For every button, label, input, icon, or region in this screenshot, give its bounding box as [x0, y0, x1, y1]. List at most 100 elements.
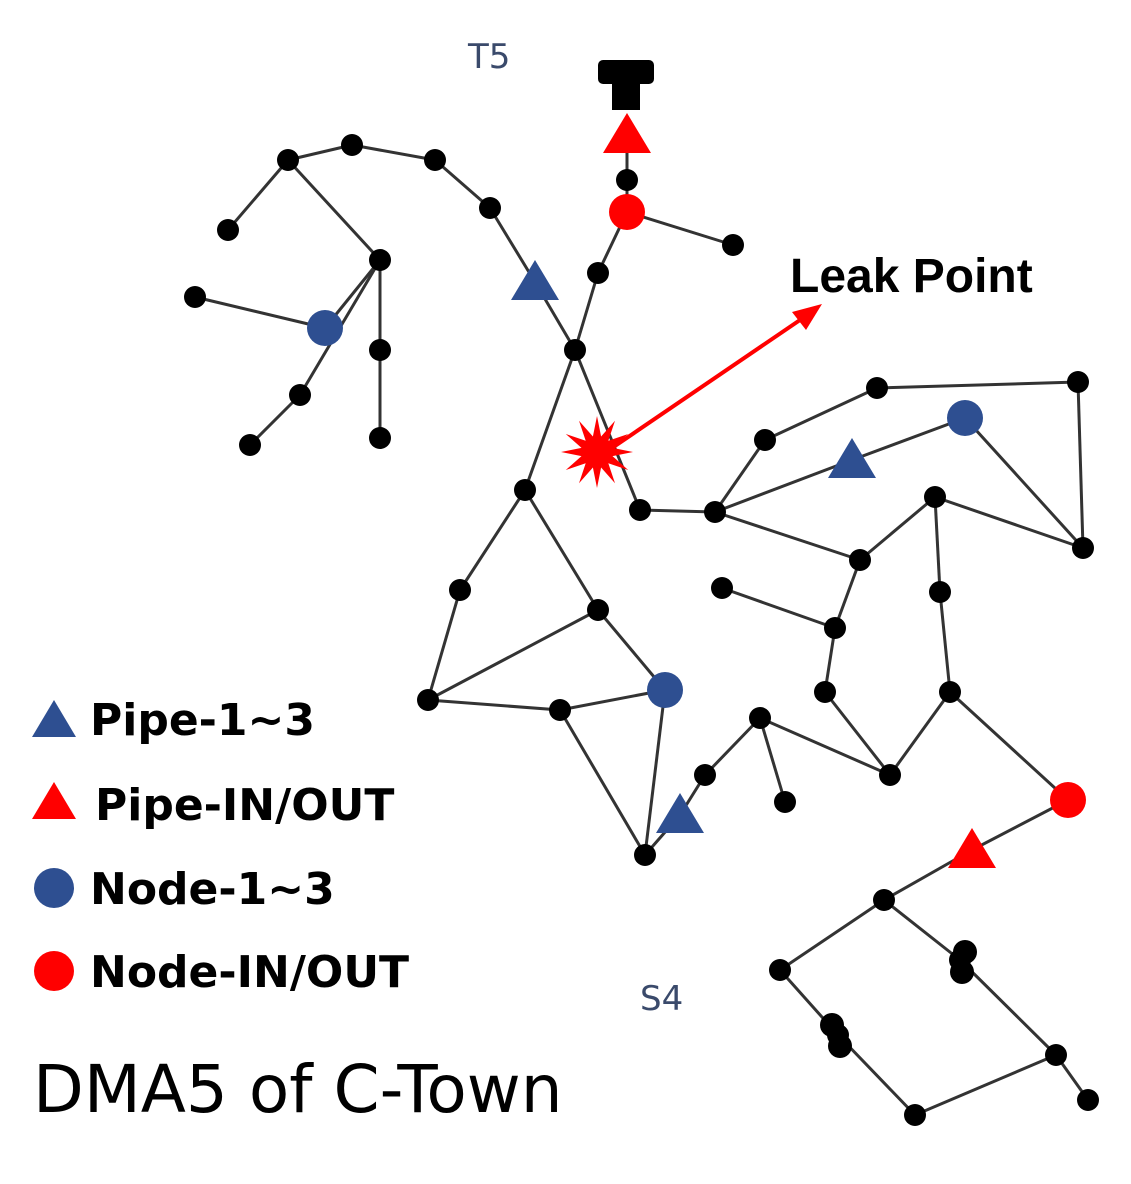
- pipe-segment: [523, 489, 600, 611]
- junction-node: [879, 764, 901, 786]
- junction-node: [1072, 537, 1094, 559]
- junction-node: [564, 339, 586, 361]
- marker-layer: [307, 113, 1086, 868]
- junction-node: [549, 699, 571, 721]
- pipe-segment: [938, 591, 952, 693]
- junction-node: [184, 286, 206, 308]
- junction-node: [1067, 371, 1089, 393]
- pipe-segment: [194, 295, 326, 330]
- junction-node: [722, 234, 744, 256]
- junction-node: [587, 599, 609, 621]
- pipe-segment: [859, 495, 936, 562]
- pipe-segment: [426, 589, 462, 701]
- node-in-out-marker: [1050, 782, 1086, 818]
- pipe-segment: [883, 898, 961, 962]
- pipe-segment: [573, 272, 600, 351]
- junction-node: [754, 429, 776, 451]
- junction-node: [953, 940, 977, 964]
- junction-node: [479, 197, 501, 219]
- node-1-3-marker: [307, 310, 343, 346]
- pipe-segment: [851, 416, 966, 462]
- junction-node: [289, 384, 311, 406]
- junction-node: [1045, 1044, 1067, 1066]
- junction-node: [939, 681, 961, 703]
- junction-node: [424, 149, 446, 171]
- pipe-1-3-marker: [828, 438, 876, 478]
- junction-node: [828, 1034, 852, 1058]
- tank-label: T5: [467, 37, 510, 77]
- red-circle-icon: [34, 951, 74, 991]
- junction-node: [587, 262, 609, 284]
- pipe-segment: [1076, 381, 1085, 549]
- junction-node: [820, 1013, 844, 1037]
- junction-node: [217, 219, 239, 241]
- junction-node: [634, 844, 656, 866]
- junction-node: [704, 501, 726, 523]
- pipe-segment: [427, 608, 599, 702]
- junction-node: [369, 249, 391, 271]
- junction-node: [417, 689, 439, 711]
- red-triangle-icon: [32, 782, 76, 819]
- junction-node: [814, 681, 836, 703]
- pipe-segment: [971, 798, 1069, 852]
- junction-node: [369, 339, 391, 361]
- junction-node: [1077, 1089, 1099, 1111]
- pipe-segment: [458, 489, 527, 591]
- junction-node: [904, 1104, 926, 1126]
- blue-triangle-icon: [32, 700, 76, 737]
- pipe-segment: [427, 698, 561, 712]
- leak-burst-icon: [561, 416, 633, 488]
- junction-node: [873, 889, 895, 911]
- pipe-segment: [523, 349, 577, 491]
- junction-node: [277, 149, 299, 171]
- leak-point-label: Leak Point: [790, 250, 1033, 303]
- pipe-segment: [226, 159, 290, 231]
- pipe-segment: [639, 508, 716, 514]
- legend-label: Node-1~3: [90, 864, 335, 915]
- pipe-segment: [958, 958, 1058, 1057]
- legend-item-pipe-in-out: Pipe-IN/OUT: [32, 780, 394, 831]
- pipe-segment: [934, 495, 1084, 550]
- junction-node: [849, 549, 871, 571]
- junction-node: [239, 434, 261, 456]
- pipe-segment: [488, 207, 537, 283]
- legend-item-node-in-out: Node-IN/OUT: [34, 947, 409, 998]
- junction-node: [514, 479, 536, 501]
- pipe-layer: [194, 135, 1090, 1117]
- pipe-in-out-marker: [603, 113, 651, 153]
- pipe-segment: [759, 716, 891, 777]
- pipe-segment: [823, 691, 892, 776]
- source-label: S4: [640, 979, 683, 1019]
- pipe-segment: [758, 717, 787, 803]
- pipe-segment: [434, 158, 491, 210]
- legend-label: Pipe-1~3: [90, 695, 315, 746]
- legend-label: Node-IN/OUT: [90, 947, 409, 998]
- junction-node: [924, 486, 946, 508]
- pipe-segment: [888, 691, 952, 776]
- diagram-title: DMA5 of C-Town: [33, 1051, 563, 1128]
- junction-node: [749, 707, 771, 729]
- pipe-segment: [933, 496, 942, 593]
- node-in-out-marker: [609, 194, 645, 230]
- pipe-segment: [833, 559, 862, 629]
- pipe-segment: [558, 709, 647, 856]
- pipe-segment: [764, 386, 878, 442]
- pipe-segment: [714, 510, 861, 562]
- junction-node: [769, 959, 791, 981]
- pipe-segment: [721, 586, 836, 630]
- junction-node: [369, 427, 391, 449]
- junction-node: [341, 134, 363, 156]
- legend-item-node-1-3: Node-1~3: [34, 864, 335, 915]
- junction-node: [694, 764, 716, 786]
- pipe-segment: [876, 380, 1079, 390]
- pipe-segment: [914, 1053, 1057, 1117]
- pipe-segment: [963, 416, 1085, 550]
- pipe-segment: [713, 439, 767, 513]
- junction-node: [449, 579, 471, 601]
- pipe-segment: [248, 393, 302, 447]
- pipe-1-3-marker: [511, 260, 559, 300]
- junction-node: [824, 617, 846, 639]
- pipe-segment: [779, 898, 885, 972]
